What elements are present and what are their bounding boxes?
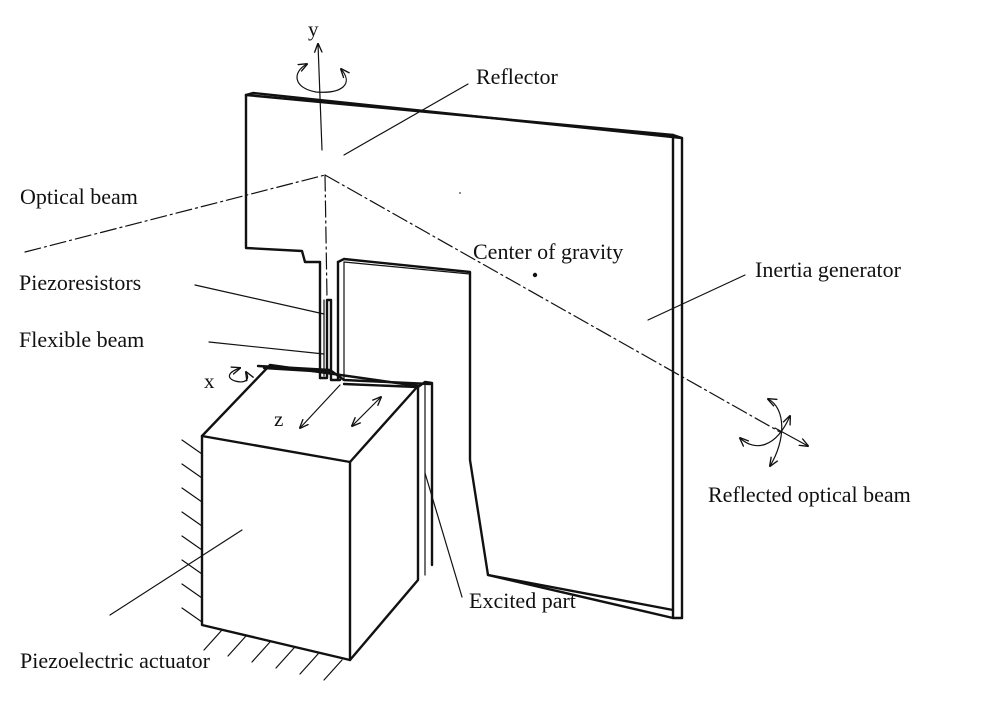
- reflector-label: Reflector: [476, 64, 559, 89]
- reflected-optical-beam-label: Reflected optical beam: [708, 482, 911, 507]
- incident-optical-beam: [24, 174, 326, 253]
- axis-y-dashed: [324, 174, 328, 299]
- z-axis: z: [274, 384, 381, 431]
- excitation-direction-arrow: [352, 397, 381, 426]
- piezoresistors-label: Piezoresistors: [19, 270, 141, 295]
- x-axis: x: [204, 368, 248, 393]
- excited-part-label: Excited part: [469, 588, 576, 613]
- flexible-beam: [318, 298, 342, 382]
- z-axis-label: z: [274, 407, 283, 431]
- piezoelectric-actuator-block: [200, 363, 420, 662]
- center-of-gravity-label: Center of gravity: [473, 239, 623, 264]
- speck: [459, 192, 461, 194]
- y-rotation-arrow: [296, 64, 346, 93]
- optical-beam-label: Optical beam: [20, 184, 138, 209]
- inertia-generator-label: Inertia generator: [755, 257, 902, 282]
- y-axis-label: y: [308, 17, 319, 41]
- flexible-beam-label: Flexible beam: [19, 327, 144, 352]
- reflector-plate: [244, 91, 684, 620]
- optical-beam-lines: [24, 174, 781, 433]
- x-axis-label: x: [204, 369, 215, 393]
- center-of-gravity-dot: [532, 272, 538, 278]
- excited-part: [256, 364, 434, 576]
- labels: Reflector Optical beam Center of gravity…: [19, 64, 911, 673]
- leader-lines: [109, 83, 746, 616]
- y-axis: y: [296, 17, 346, 151]
- x-rotation-arrow: [228, 368, 247, 383]
- reflected-optical-beam: [324, 174, 781, 433]
- fixed-support-hatching: [181, 439, 343, 681]
- piezoelectric-actuator-label: Piezoelectric actuator: [20, 648, 211, 673]
- reflected-beam-arrows: [740, 399, 808, 466]
